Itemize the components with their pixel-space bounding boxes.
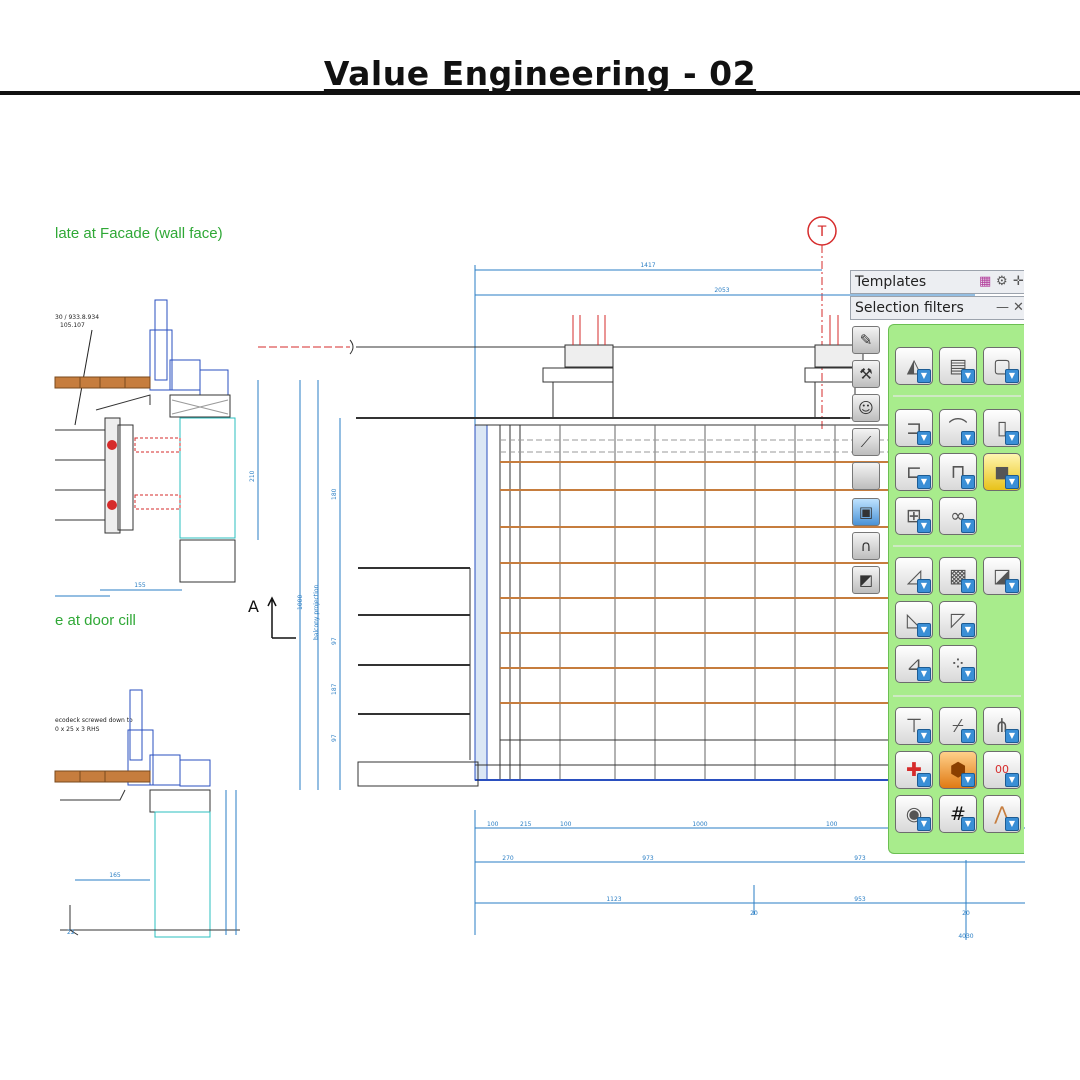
svg-text:1000: 1000	[297, 595, 304, 610]
bolt-icon[interactable]: ⊤▼	[895, 707, 933, 745]
slab-icon[interactable]: ◿▼	[895, 557, 933, 595]
svg-text:100: 100	[487, 821, 499, 828]
pin-icon[interactable]: ✛	[1013, 274, 1024, 289]
svg-text:187: 187	[331, 683, 338, 695]
minus-icon[interactable]: —	[996, 300, 1009, 315]
svg-text:973: 973	[854, 855, 866, 862]
svg-text:180: 180	[331, 488, 338, 500]
profile-tool[interactable]: ∩	[852, 532, 880, 560]
svg-text:953: 953	[854, 896, 866, 903]
gridline-tag: T	[817, 224, 827, 240]
wrench-tool[interactable]: ⚒	[852, 360, 880, 388]
separator	[893, 395, 1021, 397]
svg-text:100: 100	[826, 821, 838, 828]
templates-header[interactable]: Templates ▦ ⚙ ✛	[850, 270, 1024, 294]
wall-icon[interactable]: ◺▼	[895, 601, 933, 639]
section-marker: A	[248, 597, 259, 616]
templates-color-icon[interactable]: ▦	[979, 274, 992, 289]
number-icon[interactable]: 00▼	[983, 751, 1021, 789]
separator	[893, 695, 1021, 697]
side-toolbar: ✎ ⚒ ☺ ⟋ ▣ ∩ ◩	[850, 324, 884, 604]
profile-sheet-icon[interactable]: ◪▼	[983, 557, 1021, 595]
solid-yellow-icon[interactable]: ◼▼	[983, 453, 1021, 491]
line-tool[interactable]: ⟋	[852, 428, 880, 456]
anchor-icon[interactable]: ⌿▼	[939, 707, 977, 745]
perforated-plate-icon[interactable]: ⁘▼	[939, 645, 977, 683]
number-badge: 00	[995, 763, 1009, 776]
multi-bolt-icon[interactable]: ⋔▼	[983, 707, 1021, 745]
svg-text:1000: 1000	[692, 821, 707, 828]
connection-icon[interactable]: ⊞▼	[895, 497, 933, 535]
svg-text:balcony projection: balcony projection	[313, 584, 320, 640]
selection-filters-label: Selection filters	[855, 300, 964, 316]
svg-text:100: 100	[560, 821, 572, 828]
separator	[893, 545, 1021, 547]
grid-icon[interactable]: #▼	[939, 795, 977, 833]
svg-text:165: 165	[109, 872, 121, 879]
polybeam-icon[interactable]: ⋀▼	[983, 795, 1021, 833]
box-icon[interactable]: ▢▼	[983, 347, 1021, 385]
dim-210: 210	[249, 470, 256, 482]
templates-label: Templates	[855, 274, 927, 290]
page-title: Value Engineering - 02	[323, 54, 757, 93]
channel-icon[interactable]: ⊓▼	[939, 453, 977, 491]
note-top-1: 30 / 933.8.934	[55, 314, 99, 321]
gear-icon[interactable]: ⚙	[996, 274, 1008, 289]
curved-beam-icon[interactable]: ⌒▼	[939, 409, 977, 447]
beam-icon[interactable]: ⊐▼	[895, 409, 933, 447]
note-top-2: 105.107	[60, 322, 85, 329]
ramp-icon[interactable]: ⊿▼	[895, 645, 933, 683]
tool-palette: Templates ▦ ⚙ ✛ Selection filters — ✕ ✎ …	[850, 268, 1024, 858]
detail-label-door-cill: e at door cill	[55, 612, 136, 629]
drawing-icon[interactable]: ◉▼	[895, 795, 933, 833]
mesh-icon[interactable]: ▩▼	[939, 557, 977, 595]
close-icon[interactable]: ✕	[1013, 300, 1024, 315]
svg-text:215: 215	[520, 821, 532, 828]
beam-plate-icon[interactable]: ▤▼	[939, 347, 977, 385]
panel-icon[interactable]: ◸▼	[939, 601, 977, 639]
plate-tool[interactable]: ◩	[852, 566, 880, 594]
title-rule	[0, 91, 1080, 95]
detail-door-cill: ecodeck screwed down to 0 x 25 x 3 RHS 1…	[54, 689, 240, 938]
svg-text:270: 270	[502, 855, 514, 862]
svg-text:973: 973	[642, 855, 654, 862]
orange-part-icon[interactable]: ⬢▼	[939, 751, 977, 789]
weld-icon[interactable]: ✚▼	[895, 751, 933, 789]
svg-text:22: 22	[67, 929, 75, 936]
chain-icon[interactable]: ∞▼	[939, 497, 977, 535]
component-tool[interactable]: ▣	[852, 498, 880, 526]
svg-text:2053: 2053	[714, 287, 729, 294]
detail-facade: 30 / 933.8.934 105.107 155 2	[54, 299, 259, 597]
svg-text:1123: 1123	[606, 896, 621, 903]
pencil-tool[interactable]: ✎	[852, 326, 880, 354]
angle-beam-icon[interactable]: ⊏▼	[895, 453, 933, 491]
dim-155: 155	[134, 582, 146, 589]
selection-filters-header[interactable]: Selection filters — ✕	[850, 296, 1024, 320]
svg-text:1417: 1417	[640, 262, 655, 269]
selection-filter-panel: ◭▼ ▤▼ ▢▼ ⊐▼ ⌒▼ ▯▼ ⊏▼ ⊓▼ ◼▼ ⊞▼ ∞▼ ◿▼ ▩▼ ◪…	[888, 324, 1024, 854]
svg-text:97: 97	[331, 734, 338, 742]
truss-icon[interactable]: ◭▼	[895, 347, 933, 385]
svg-text:0 x 25 x 3 RHS: 0 x 25 x 3 RHS	[55, 726, 100, 733]
detail-label-facade: late at Facade (wall face)	[55, 225, 223, 242]
svg-text:97: 97	[331, 637, 338, 645]
blank-tool[interactable]	[852, 462, 880, 490]
column-icon[interactable]: ▯▼	[983, 409, 1021, 447]
svg-text:ecodeck screwed down to: ecodeck screwed down to	[55, 717, 133, 724]
main-elevation: T 1417 2053	[248, 216, 1025, 940]
person-tool[interactable]: ☺	[852, 394, 880, 422]
